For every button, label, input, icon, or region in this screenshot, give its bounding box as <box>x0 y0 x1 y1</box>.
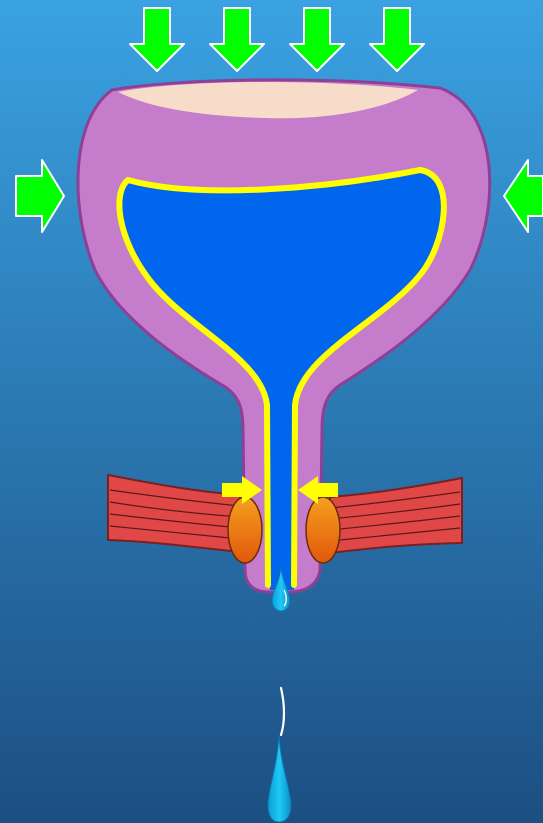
left-sphincter <box>228 497 262 563</box>
right-sphincter <box>306 497 340 563</box>
